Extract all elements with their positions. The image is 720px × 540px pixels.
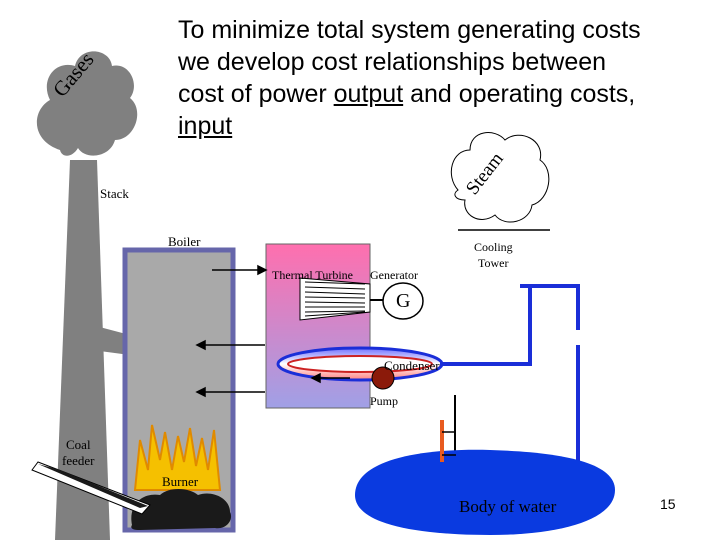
stack (55, 160, 110, 540)
slide-title: To minimize total system generating cost… (178, 14, 708, 142)
generator-symbol: G (396, 290, 411, 312)
flow-arrows (195, 264, 350, 398)
title-line-3-before: cost of power (178, 80, 334, 108)
boiler-label: Boiler (168, 234, 201, 249)
turbine-blades (299, 277, 371, 321)
thermal-turbine-label: Thermal Turbine (272, 268, 353, 282)
coal-feeder-chute (31, 461, 151, 515)
title-line-1: To minimize total system generating cost… (178, 16, 641, 44)
cooling-tower-label-1: Cooling (474, 240, 513, 254)
pump-label: Pump (370, 394, 399, 408)
page-number: 15 (660, 496, 676, 512)
cooling-tower-label-2: Tower (478, 256, 509, 270)
title-line-2: we develop cost relationships between (178, 48, 607, 76)
title-line-3-after: and operating costs, (403, 80, 636, 108)
gases-cloud (36, 51, 138, 156)
steam-cloud (450, 132, 550, 223)
flue-duct (92, 325, 130, 355)
title-line-3: cost of power output and operating costs… (178, 78, 708, 110)
pump (371, 366, 395, 390)
title-line-4: input (178, 112, 233, 140)
burner-label: Burner (162, 474, 199, 489)
title-underlined-output: output (333, 80, 404, 108)
generator-circle (382, 282, 424, 320)
burner-flames (133, 424, 222, 491)
coal-feeder-load (38, 464, 148, 508)
body-of-water-label: Body of water (459, 497, 557, 516)
feeder-label: feeder (62, 453, 95, 468)
generator-label: Generator (370, 268, 418, 282)
condenser-inner (287, 355, 433, 373)
coal-label: Coal (66, 437, 91, 452)
coal-pile (131, 488, 232, 530)
condenser-label: Condenser (384, 358, 440, 373)
body-of-water (355, 449, 615, 535)
stack-label: Stack (100, 186, 129, 201)
